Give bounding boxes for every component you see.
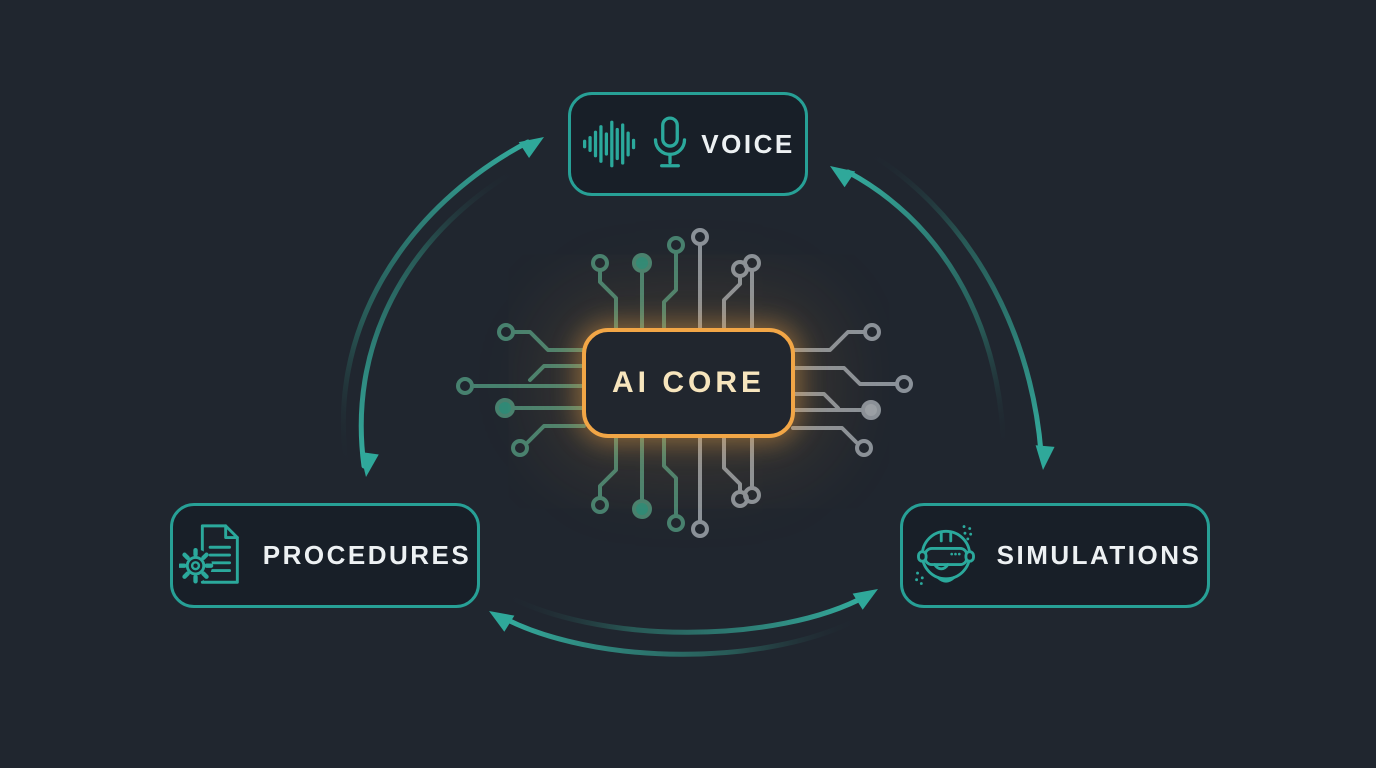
arrow-voice-to-procedures — [358, 165, 523, 477]
arrow-simulations-to-voice — [830, 166, 1007, 455]
arrow-simulations-to-procedures — [489, 611, 867, 657]
circuit-traces-gray — [691, 228, 913, 538]
vr-headset-icon — [914, 524, 975, 585]
node-ai-core: AI CORE — [582, 328, 795, 438]
node-procedures: PROCEDURES — [170, 503, 480, 608]
document-gear-icon — [178, 523, 239, 584]
arrow-procedures-to-simulations — [497, 589, 878, 635]
node-simulations: SIMULATIONS — [900, 503, 1210, 608]
audio-waveform-icon — [583, 120, 636, 168]
node-ai-core-label: AI CORE — [611, 366, 765, 399]
arrow-voice-to-simulations — [861, 147, 1055, 470]
arrow-procedures-to-voice — [340, 137, 544, 477]
node-simulations-label: SIMULATIONS — [996, 540, 1202, 570]
microphone-icon — [654, 116, 687, 168]
circuit-traces-teal — [456, 236, 685, 532]
node-voice-label: VOICE — [701, 128, 795, 159]
gear-icon — [178, 547, 214, 583]
circuit-traces-icon — [456, 228, 913, 538]
decorative-dots — [914, 524, 972, 585]
node-procedures-label: PROCEDURES — [262, 540, 472, 570]
connection-arrows — [340, 137, 1055, 657]
node-voice: VOICE — [568, 92, 808, 196]
